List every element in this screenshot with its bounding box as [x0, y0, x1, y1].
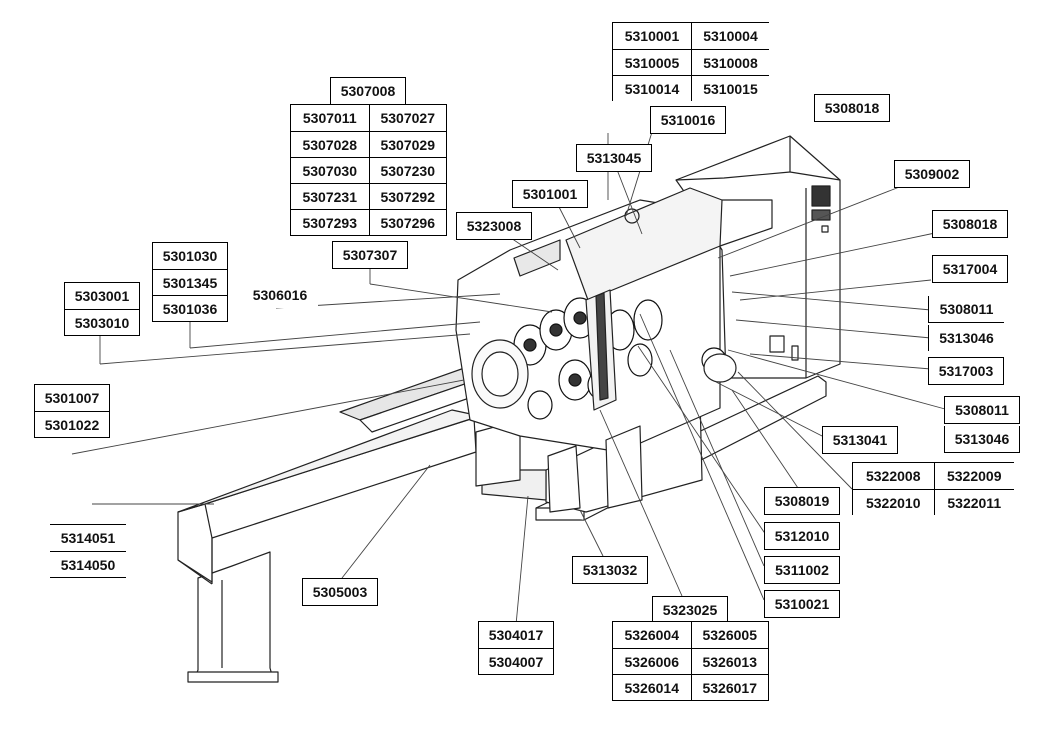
- part-number: 5313045: [586, 150, 642, 166]
- callout-5308018-right: 5308018: [932, 210, 1008, 238]
- part-number: 5306016: [252, 287, 308, 303]
- part-number: 5313046: [939, 330, 994, 346]
- part-number: 5311002: [775, 562, 829, 578]
- feeder-foot: [187, 671, 279, 683]
- callout-5313045: 5313045: [576, 144, 652, 172]
- callout-5308018-top: 5308018: [814, 94, 890, 122]
- machine-illustration: [177, 135, 841, 683]
- part-number: 5301007: [44, 390, 100, 406]
- callout-5311002: 5311002: [764, 556, 840, 584]
- part-number: 5308011: [939, 301, 994, 317]
- callout-5310016: 5310016: [650, 106, 726, 134]
- part-number: 5326006: [613, 648, 691, 674]
- part-number: 5310016: [660, 112, 716, 128]
- callout-5314-group: 5314051 5314050: [50, 524, 126, 578]
- part-number: 5307030: [291, 157, 369, 183]
- part-number: 5309002: [904, 166, 960, 182]
- callout-5313046-b: 5313046: [944, 426, 1020, 453]
- callout-5308011-b: 5308011: [944, 396, 1020, 424]
- part-number: 5303010: [65, 309, 139, 335]
- callout-5313046-a: 5313046: [928, 325, 1004, 351]
- callout-5326-group: 5326004 5326005 5326006 5326013 5326014 …: [612, 621, 769, 701]
- part-number: 5312010: [774, 528, 830, 544]
- part-number: 5307230: [368, 157, 446, 183]
- part-number: 5308019: [774, 493, 830, 509]
- part-number: 5304007: [479, 648, 553, 674]
- callout-5309002: 5309002: [894, 160, 970, 188]
- part-number: 5307011: [302, 110, 357, 126]
- part-number: 5301345: [153, 269, 227, 295]
- callout-5310021: 5310021: [764, 590, 840, 618]
- callout-5304-group: 5304017 5304007: [478, 621, 554, 675]
- callout-5307-group: 5307011 5307027 5307028 5307029 5307030 …: [290, 104, 447, 236]
- callout-5313032: 5313032: [572, 556, 648, 584]
- callout-5313041: 5313041: [822, 426, 898, 454]
- part-number: 5326017: [690, 674, 768, 700]
- part-number: 5317004: [942, 261, 998, 277]
- part-number: 5310008: [691, 49, 769, 75]
- part-number: 5310005: [613, 49, 691, 75]
- part-number: 5307028: [291, 131, 369, 157]
- part-number: 5326004: [624, 627, 679, 643]
- callout-5301001: 5301001: [512, 180, 588, 208]
- part-number: 5317003: [938, 363, 994, 379]
- part-number: 5310001: [624, 28, 680, 44]
- part-number: 5322008: [865, 468, 921, 484]
- callout-5305003: 5305003: [302, 578, 378, 606]
- callout-5317004: 5317004: [932, 255, 1008, 283]
- callout-5306016: 5306016: [242, 282, 318, 308]
- part-number: 5326013: [690, 648, 768, 674]
- part-number: 5301001: [522, 186, 578, 202]
- part-number: 5310004: [691, 23, 769, 49]
- part-number: 5308011: [955, 402, 1009, 418]
- callout-5303-group: 5303001 5303010: [64, 282, 140, 336]
- part-number: 5313032: [582, 562, 638, 578]
- callout-5301007-group: 5301007 5301022: [34, 384, 110, 438]
- callout-5323008: 5323008: [456, 212, 532, 240]
- part-number: 5301030: [162, 248, 218, 264]
- part-number: 5301022: [35, 411, 109, 437]
- part-number: 5307307: [342, 247, 398, 263]
- part-number: 5301036: [153, 295, 227, 321]
- callout-5308019: 5308019: [764, 487, 840, 515]
- part-number: 5307293: [291, 209, 369, 235]
- part-number: 5314050: [50, 551, 126, 577]
- part-number: 5310015: [691, 75, 769, 101]
- callout-5323025: 5323025: [652, 596, 728, 623]
- part-number: 5307029: [368, 131, 446, 157]
- part-number: 5305003: [312, 584, 368, 600]
- part-number: 5307008: [340, 83, 396, 99]
- part-number: 5323025: [662, 602, 718, 618]
- part-number: 5307231: [291, 183, 369, 209]
- callout-5307307: 5307307: [332, 241, 408, 269]
- callout-5307008: 5307008: [330, 77, 406, 105]
- part-number: 5313041: [832, 432, 888, 448]
- part-number: 5314051: [60, 530, 116, 546]
- part-number: 5307027: [368, 105, 447, 131]
- part-number: 5307296: [368, 209, 446, 235]
- part-number: 5322009: [933, 463, 1015, 489]
- part-number: 5322011: [933, 489, 1014, 515]
- callout-5301030-group: 5301030 5301345 5301036: [152, 242, 228, 322]
- part-number: 5310021: [774, 596, 830, 612]
- part-number: 5313046: [954, 431, 1010, 447]
- callout-5308011-a: 5308011: [928, 296, 1004, 323]
- callout-5312010: 5312010: [764, 522, 840, 550]
- part-number: 5322010: [853, 489, 934, 515]
- part-number: 5307292: [368, 183, 446, 209]
- part-number: 5326005: [690, 622, 769, 648]
- part-number: 5308018: [824, 100, 880, 116]
- part-number: 5323008: [466, 218, 522, 234]
- part-number: 5303001: [74, 288, 130, 304]
- part-number: 5308018: [942, 216, 998, 232]
- callout-5310-group: 5310001 5310004 5310005 5310008 5310014 …: [612, 22, 769, 101]
- part-number: 5326014: [613, 674, 691, 700]
- callout-5317003: 5317003: [928, 357, 1004, 385]
- callout-5322-group: 5322008 5322009 5322010 5322011: [852, 462, 1014, 515]
- part-number: 5304017: [488, 627, 544, 643]
- part-number: 5310014: [613, 75, 691, 101]
